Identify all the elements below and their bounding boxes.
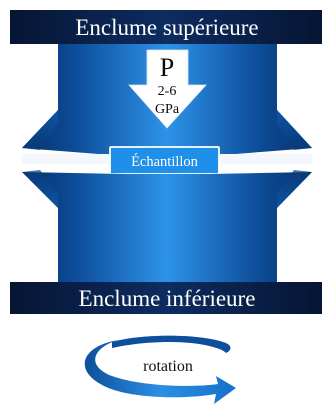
pressure-unit: GPa	[155, 102, 180, 117]
circular-arrow-icon	[84, 335, 236, 404]
rotation-indicator: rotation	[84, 335, 236, 404]
upper-anvil-band	[10, 10, 322, 44]
upper-anvil-left-bevel	[22, 110, 58, 150]
lower-anvil-left-bevel	[22, 170, 58, 208]
lower-anvil-right-bevel	[277, 170, 312, 208]
pressure-arrow: P 2-6 GPa	[128, 49, 207, 129]
sample-gap: Échantillon	[22, 146, 312, 175]
upper-anvil-label: Enclume supérieure	[75, 15, 258, 40]
pressure-range: 2-6	[158, 84, 177, 99]
rotation-label: rotation	[143, 358, 193, 375]
lower-anvil-band	[10, 282, 322, 314]
down-arrow-icon	[128, 49, 207, 129]
sample-label: Échantillon	[131, 153, 199, 170]
lower-anvil-body	[22, 172, 312, 282]
lower-anvil: Enclume inférieure	[10, 170, 322, 314]
rotation-arrow-top-arc	[112, 335, 231, 353]
upper-anvil-right-bevel	[277, 110, 312, 150]
lower-anvil-label: Enclume inférieure	[79, 286, 256, 311]
pressure-symbol: P	[160, 53, 174, 82]
